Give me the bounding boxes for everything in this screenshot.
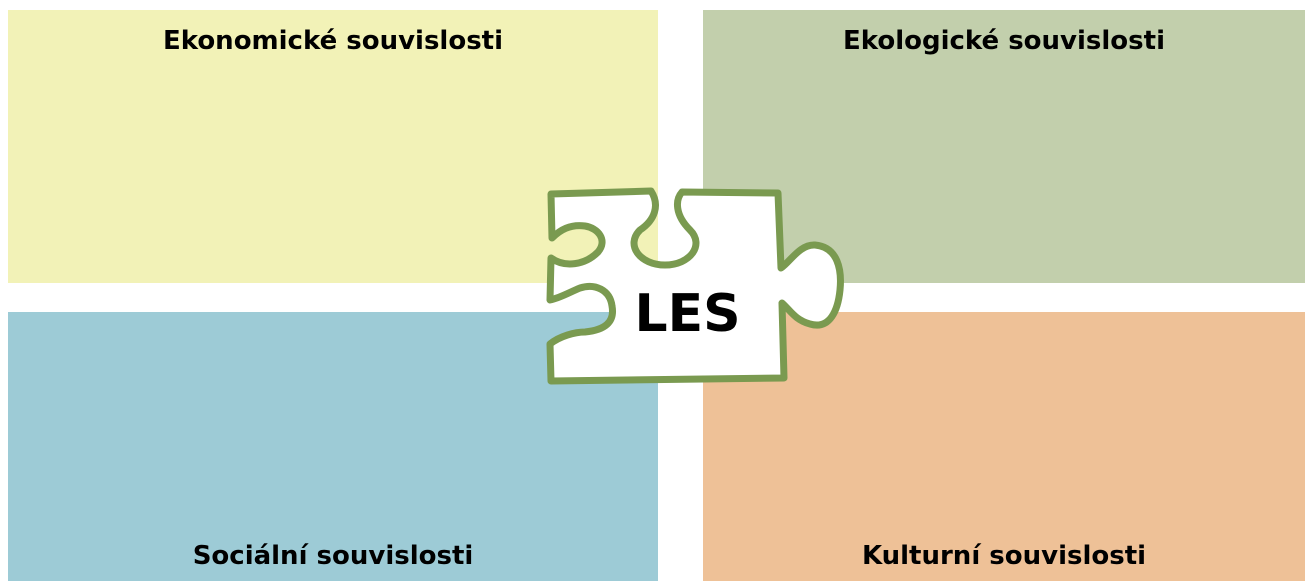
economic-title: Ekonomické souvislosti: [162, 26, 504, 56]
cultural-quadrant: Kulturní souvislosti: [703, 312, 1305, 581]
social-title: Sociální souvislosti: [192, 541, 474, 571]
center-label: LES: [634, 284, 741, 344]
ecological-title: Ekologické souvislosti: [843, 26, 1165, 56]
cultural-title: Kulturní souvislosti: [861, 541, 1147, 571]
economic-quadrant: Ekonomické souvislosti: [8, 10, 658, 283]
ecological-quadrant: Ekologické souvislosti: [703, 10, 1305, 283]
social-quadrant: Sociální souvislosti: [8, 312, 658, 581]
